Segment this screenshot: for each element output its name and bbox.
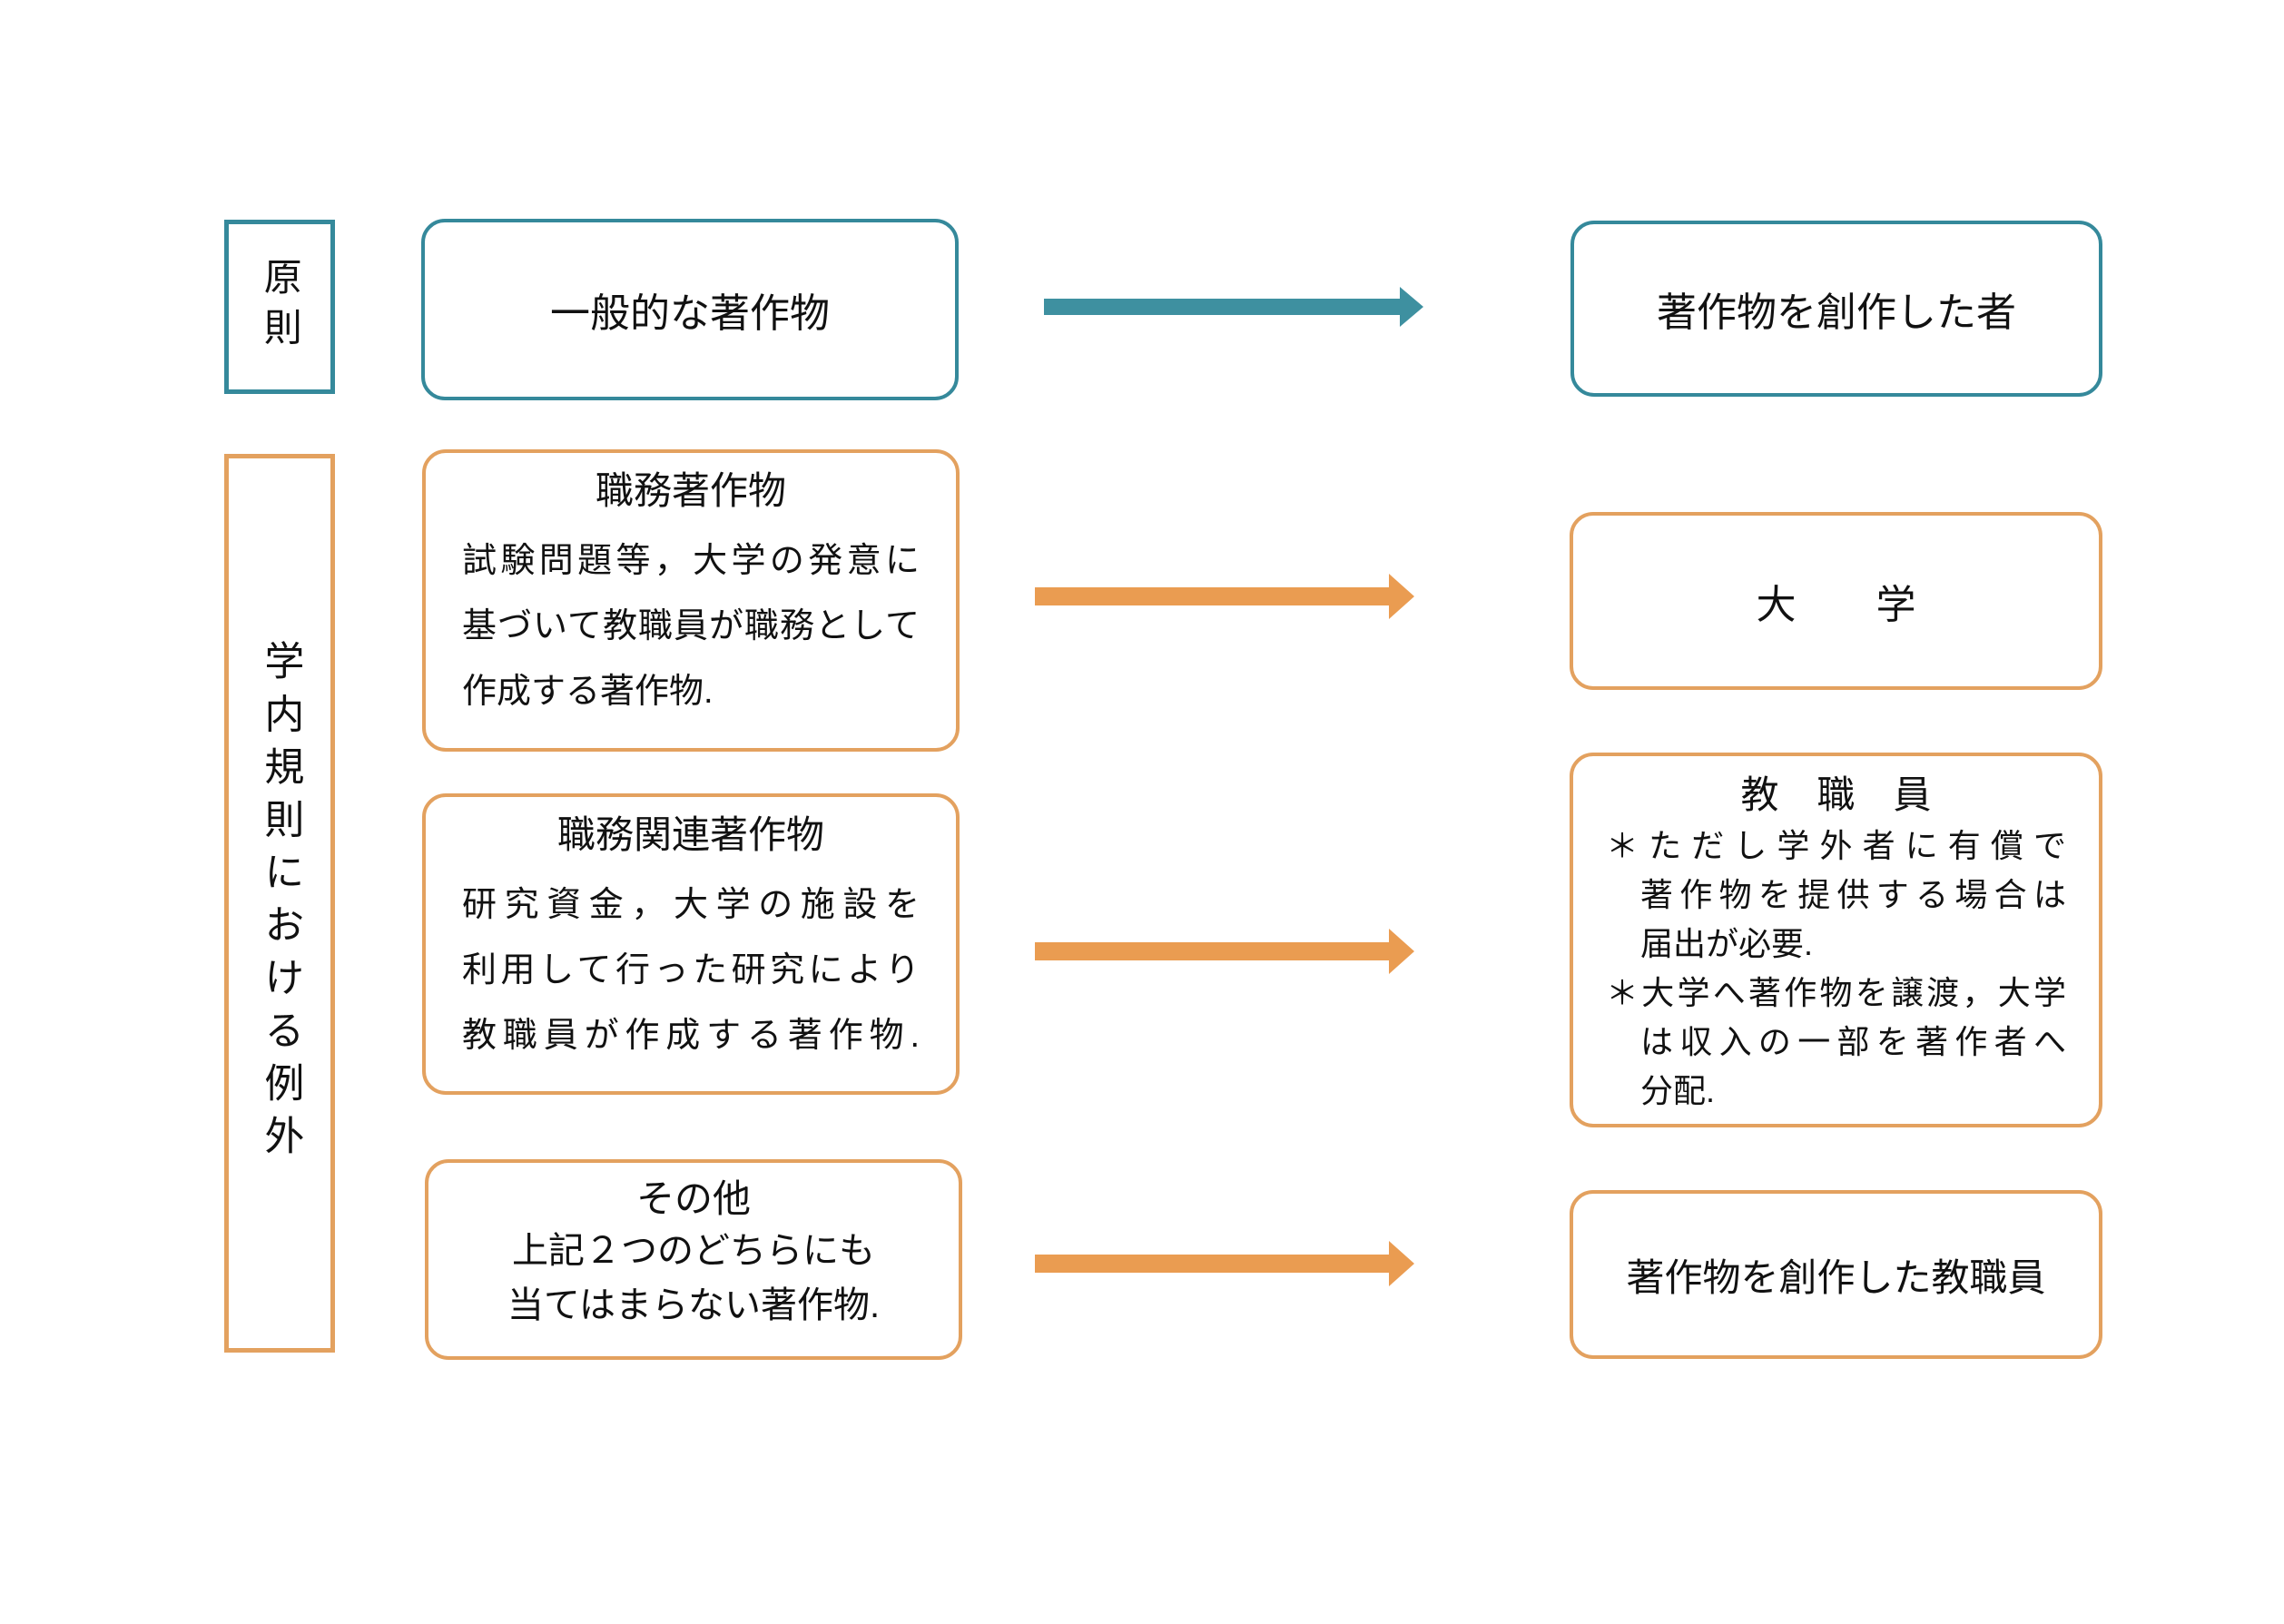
principle-source-title: 一般的な著作物 (550, 291, 830, 336)
body-line: 上記２つのどちらにも (512, 1230, 875, 1271)
body-line: 作成する著作物. (462, 672, 714, 711)
note-line: は収入の一部を著作者へ (1640, 1023, 2066, 1060)
creator-staff-title: 著作物を創作した教職員 (1626, 1255, 2046, 1299)
arrow-shaft (1044, 299, 1400, 315)
principle-source-box: 一般的な著作物 (421, 219, 959, 400)
exception-label: 学内規則における例外 (258, 639, 303, 1167)
faculty-staff-note-1: ＊ただし学外者に有償で 著作物を提供する場合は 届出が必要. (1606, 822, 2066, 969)
note-line: ＊ただし学外者に有償で (1606, 827, 2066, 864)
body-line: 基づいて教職員が職務として (462, 606, 920, 645)
university-title: 大 学 (1756, 583, 1916, 627)
faculty-staff-note-2: ＊大学へ著作物を譲渡，大学 は収入の一部を著作者へ 分配. (1606, 969, 2066, 1116)
arrow-shaft (1035, 1255, 1389, 1273)
faculty-staff-title: 教 職 員 (1740, 773, 1932, 816)
arrow-head-icon (1389, 1241, 1414, 1286)
body-line: 当てはまらない著作物. (507, 1284, 881, 1325)
work-for-hire-body: 試験問題等，大学の発意に 基づいて教職員が職務として 作成する著作物. (462, 528, 920, 724)
principle-label: 原則 (259, 256, 302, 358)
university-box: 大 学 (1570, 512, 2102, 690)
creator-staff-box: 著作物を創作した教職員 (1570, 1190, 2102, 1359)
exception-label-box: 学内規則における例外 (224, 454, 335, 1353)
arrow-shaft (1035, 587, 1389, 605)
work-related-title: 職務関連著作物 (556, 813, 824, 856)
note-line: 著作物を提供する場合は (1640, 876, 2066, 913)
other-works-box: その他 上記２つのどちらにも 当てはまらない著作物. (425, 1159, 962, 1360)
arrow-head-icon (1389, 574, 1414, 619)
work-related-box: 職務関連著作物 研究資金，大学の施設を 利用して行った研究により 教職員が作成す… (422, 793, 960, 1095)
arrow-head-icon (1400, 287, 1423, 327)
arrow-shaft (1035, 942, 1389, 960)
principle-label-box: 原則 (224, 220, 335, 394)
note-line: ＊大学へ著作物を譲渡，大学 (1606, 974, 2066, 1011)
body-line: 教職員が作成する著作物. (462, 1016, 920, 1055)
note-line: 届出が必要. (1640, 925, 1814, 962)
note-line: 分配. (1640, 1072, 1716, 1109)
body-line: 試験問題等，大学の発意に (462, 541, 920, 580)
faculty-staff-box: 教 職 員 ＊ただし学外者に有償で 著作物を提供する場合は 届出が必要. ＊大学… (1570, 753, 2102, 1127)
other-works-title: その他 (635, 1177, 751, 1220)
arrow-head-icon (1389, 929, 1414, 974)
body-line: 研究資金，大学の施設を (462, 885, 920, 924)
work-for-hire-title: 職務著作物 (595, 469, 786, 512)
work-for-hire-box: 職務著作物 試験問題等，大学の発意に 基づいて教職員が職務として 作成する著作物… (422, 449, 960, 752)
principle-target-title: 著作物を創作した者 (1657, 290, 2016, 335)
principle-target-box: 著作物を創作した者 (1570, 221, 2102, 397)
work-related-body: 研究資金，大学の施設を 利用して行った研究により 教職員が作成する著作物. (462, 872, 920, 1068)
other-works-body: 上記２つのどちらにも 当てはまらない著作物. (456, 1224, 931, 1333)
body-line: 利用して行った研究により (462, 950, 920, 989)
